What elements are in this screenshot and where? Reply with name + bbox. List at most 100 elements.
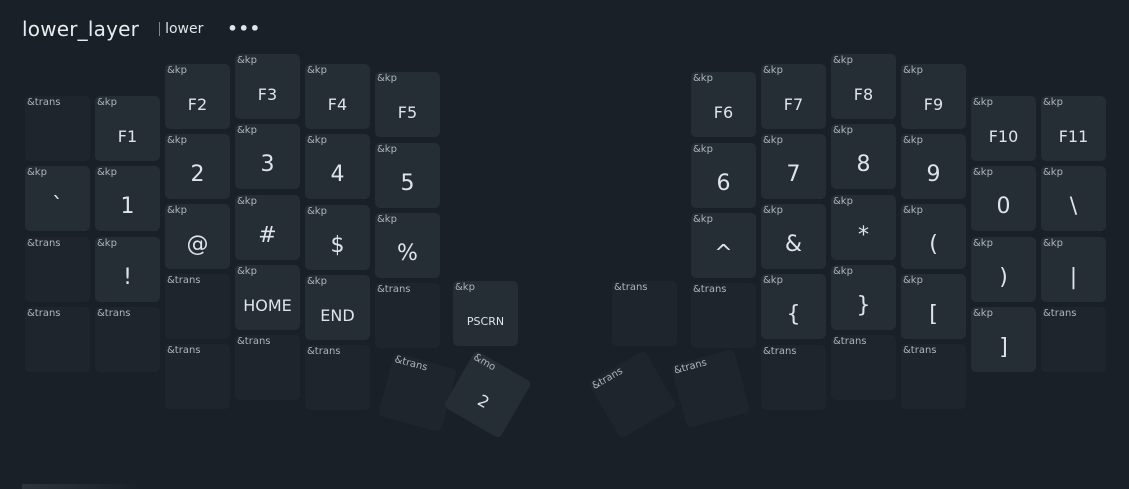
key-r-rbrkt[interactable]: &kp] xyxy=(971,307,1036,372)
key-l-trans-f[interactable]: &trans xyxy=(95,307,160,372)
key-l-trans-g[interactable]: &trans xyxy=(165,344,230,409)
key-behavior: &kp xyxy=(833,196,853,207)
key-r-thumb-trans-b[interactable]: &trans xyxy=(670,348,751,429)
key-l-1[interactable]: &kp 1 xyxy=(95,166,160,231)
key-l-hash[interactable]: &kp# xyxy=(235,195,300,260)
key-param: } xyxy=(856,293,871,318)
key-behavior: &kp xyxy=(307,135,327,146)
key-behavior: &kp xyxy=(973,308,993,319)
layer-name[interactable]: lower_layer xyxy=(22,17,140,41)
key-l-trans-d[interactable]: &trans xyxy=(375,283,440,348)
key-param: 1 xyxy=(120,194,135,219)
key-r-trans-f[interactable]: &trans xyxy=(901,344,966,409)
layer-header: lower_layer lower ••• xyxy=(22,14,261,44)
key-r-star[interactable]: &kp* xyxy=(831,195,896,260)
key-behavior: &kp xyxy=(237,266,257,277)
key-behavior: &kp xyxy=(377,144,397,155)
key-behavior: &kp xyxy=(903,65,923,76)
key-behavior: &trans xyxy=(27,238,61,249)
key-r-trans-b[interactable]: &trans xyxy=(691,283,756,348)
key-l-trans-e[interactable]: &trans xyxy=(25,307,90,372)
key-behavior: &kp xyxy=(237,125,257,136)
key-param: PSCRN xyxy=(466,315,505,328)
key-param: F4 xyxy=(327,95,348,114)
key-l-at[interactable]: &kp@ xyxy=(165,204,230,269)
key-param: END xyxy=(320,306,355,325)
key-behavior: &trans xyxy=(763,346,797,357)
key-l-trans-h[interactable]: &trans xyxy=(235,335,300,400)
key-behavior: &kp xyxy=(973,97,993,108)
key-behavior: &trans xyxy=(307,346,341,357)
key-behavior: &trans xyxy=(1043,308,1077,319)
key-behavior: &trans xyxy=(833,336,867,347)
key-param: 6 xyxy=(716,171,731,196)
key-r-trans-d[interactable]: &trans xyxy=(761,345,826,410)
key-param: HOME xyxy=(243,296,292,315)
layer-alias[interactable]: lower xyxy=(165,21,204,37)
key-r-lpar[interactable]: &kp( xyxy=(901,204,966,269)
key-l-thumb-trans[interactable]: &trans xyxy=(377,352,458,433)
key-l-trans-i[interactable]: &trans xyxy=(305,345,370,410)
key-r-trans-e[interactable]: &trans xyxy=(831,335,896,400)
key-r-lbrkt[interactable]: &kp[ xyxy=(901,274,966,339)
key-r-caret[interactable]: &kp^ xyxy=(691,213,756,278)
key-behavior: &trans xyxy=(27,97,61,108)
key-r-pipe[interactable]: &kp| xyxy=(1041,237,1106,302)
key-behavior: &kp xyxy=(237,55,257,66)
key-param xyxy=(691,299,756,348)
key-r-trans-a[interactable]: &trans xyxy=(612,281,677,346)
key-param: [ xyxy=(929,302,938,327)
key-l-percent[interactable]: &kp% xyxy=(375,213,440,278)
key-behavior: &kp xyxy=(1043,167,1063,178)
key-param: ] xyxy=(999,335,1008,360)
key-behavior: &kp xyxy=(763,65,783,76)
key-r-lbrace[interactable]: &kp{ xyxy=(761,274,826,339)
key-l-trans-b[interactable]: &trans xyxy=(25,237,90,302)
key-behavior: &kp xyxy=(1043,97,1063,108)
key-l-trans-a[interactable]: &trans xyxy=(25,96,90,161)
key-behavior: &kp xyxy=(903,205,923,216)
key-r-amp[interactable]: &kp& xyxy=(761,204,826,269)
key-behavior: &kp xyxy=(167,205,187,216)
key-l-dollar[interactable]: &kp$ xyxy=(305,205,370,270)
key-r-trans-c[interactable]: &trans xyxy=(1041,307,1106,372)
key-r-6[interactable]: &kp 6 xyxy=(691,143,756,208)
key-l-trans-c[interactable]: &trans xyxy=(165,274,230,339)
more-options-icon[interactable]: ••• xyxy=(227,19,262,38)
key-behavior: &kp xyxy=(693,144,713,155)
key-param: F1 xyxy=(117,127,138,146)
key-behavior: &kp xyxy=(1043,238,1063,249)
key-l-excl[interactable]: &kp! xyxy=(95,237,160,302)
key-behavior: &kp xyxy=(97,167,117,178)
key-l-grave[interactable]: &kp` xyxy=(25,166,90,231)
key-behavior: &kp xyxy=(903,135,923,146)
key-r-thumb-trans-a[interactable]: &trans xyxy=(588,350,677,439)
key-behavior: &kp xyxy=(27,167,47,178)
key-r-rbrace[interactable]: &kp} xyxy=(831,265,896,330)
key-r-bslash[interactable]: &kp\ xyxy=(1041,166,1106,231)
key-r-rpar[interactable]: &kp) xyxy=(971,237,1036,302)
